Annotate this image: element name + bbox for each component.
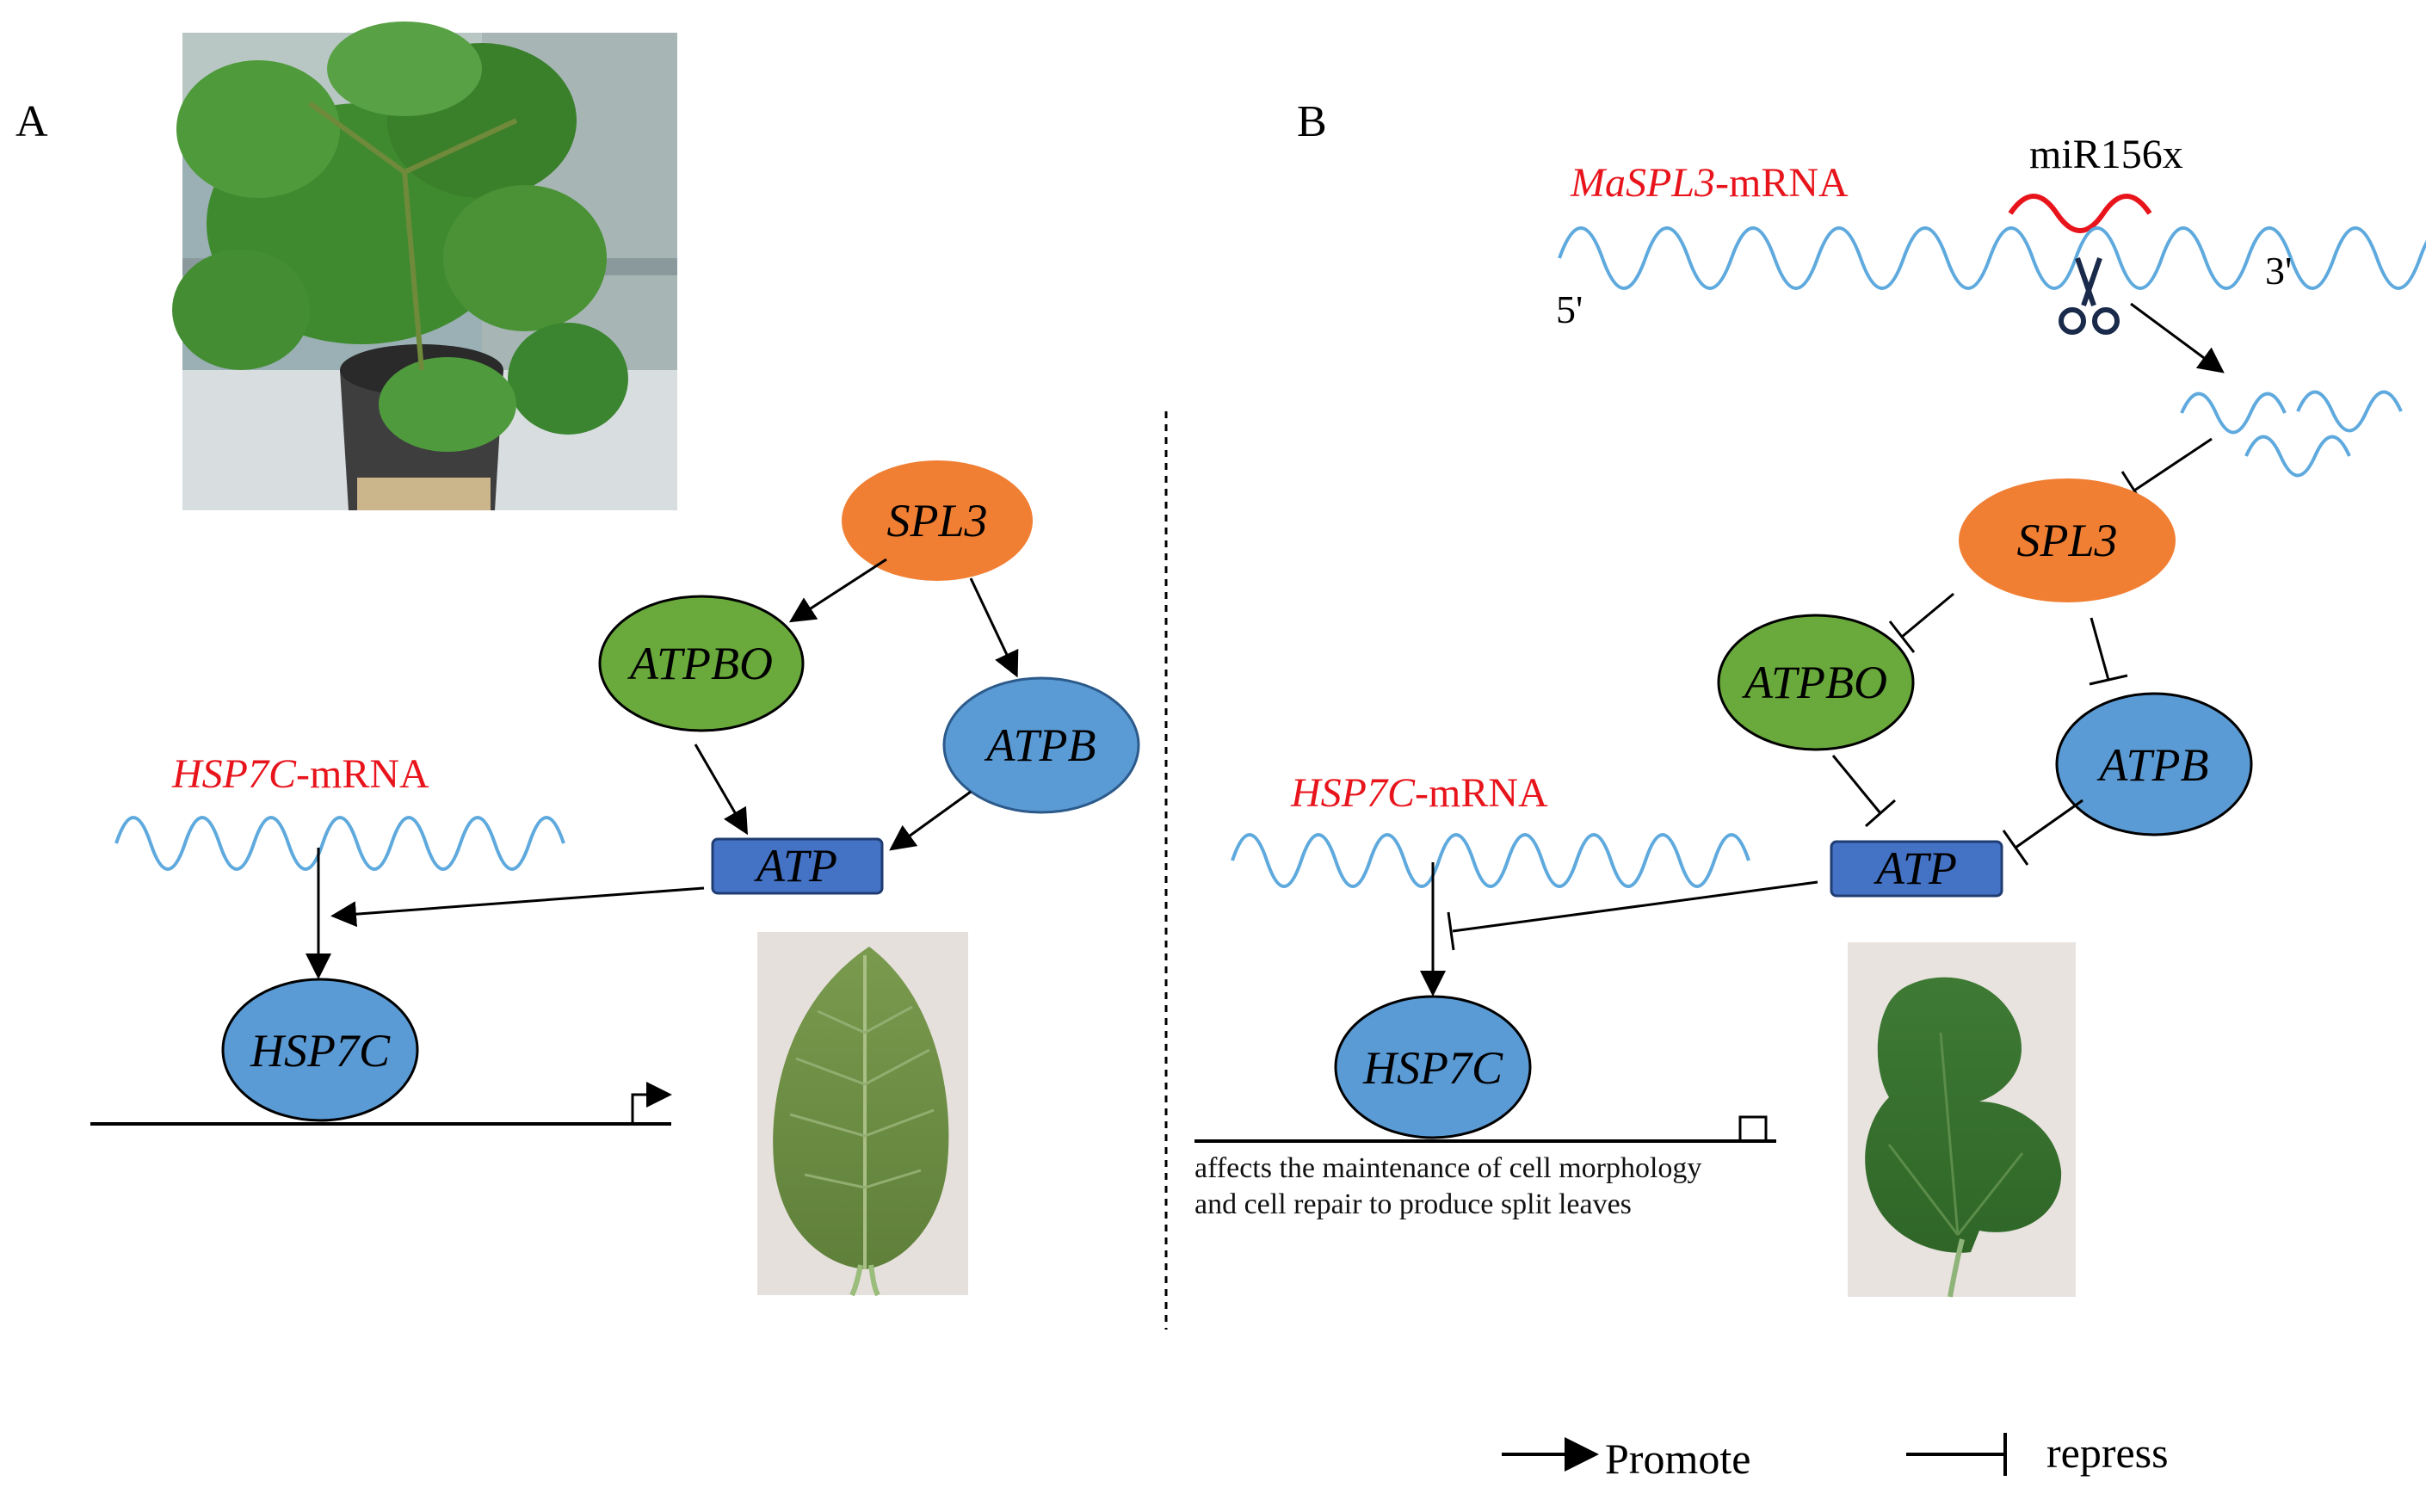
repress-spl3-to-atpbo	[1888, 592, 1954, 653]
five-prime-label: 5'	[1556, 287, 1583, 331]
hsp7c-node-b	[1334, 995, 1532, 1139]
atpbo-label-b: ATPBO	[1742, 657, 1887, 708]
caption-line-1: affects the maintenance of cell morpholo…	[1194, 1152, 1701, 1184]
spl3-node-a	[842, 460, 1033, 581]
three-prime-label: 3'	[2265, 249, 2292, 293]
maspl3-mrna-label: MaSPL3-mRNA	[1570, 160, 1849, 206]
atpb-label-a: ATPB	[985, 719, 1096, 771]
repress-atp-to-hsp7c	[1447, 880, 1818, 951]
mulberry-plant-photo	[172, 22, 677, 510]
arrow-spl3-to-atpbo-a	[788, 558, 887, 623]
legend-promote-label: Promote	[1605, 1435, 1750, 1483]
scissors-icon	[2059, 257, 2120, 335]
arrow-cleavage	[2130, 302, 2225, 373]
caption-line-2: and cell repair to produce split leaves	[1194, 1188, 1632, 1220]
hsp7c-label-a: HSP7C	[250, 1025, 391, 1077]
atpb-node-a	[942, 676, 1140, 814]
atpbo-label-a: ATPBO	[627, 638, 773, 689]
legend: Promote repress	[1502, 1429, 2169, 1483]
mirna-wave	[2008, 194, 2152, 233]
atp-label-a: ATP	[754, 840, 837, 892]
split-leaf-photo	[1848, 942, 2076, 1298]
arrow-atp-to-hsp7c-a	[330, 886, 705, 928]
hsp7c-label-b: HSP7C	[1362, 1042, 1503, 1094]
mrna-fragment-3	[2244, 435, 2351, 478]
promoter-arrow-icon-a	[631, 1082, 672, 1124]
mrna-fragment-2	[2296, 390, 2403, 433]
panel-letter-a: A	[15, 97, 48, 146]
atpb-node-b	[2055, 692, 2253, 836]
repress-atpb-to-atp	[2002, 799, 2083, 866]
maspl3-mrna-wave	[1558, 226, 2426, 290]
repress-spl3-to-atpb	[2089, 617, 2128, 686]
legend-repress-label: repress	[2046, 1429, 2169, 1477]
hsp7c-mrna-label-a: HSP7C-mRNA	[171, 751, 429, 797]
atpb-label-b: ATPB	[2097, 739, 2209, 791]
hsp7c-mrna-label-b: HSP7C-mRNA	[1290, 770, 1548, 816]
arrow-spl3-to-atpb-a	[969, 577, 1019, 678]
spl3-node-b	[1959, 478, 2176, 602]
spl3-label-b: SPL3	[2016, 515, 2117, 566]
hsp7c-mrna-wave-b	[1231, 833, 1750, 888]
whole-leaf-photo	[757, 932, 968, 1297]
hsp7c-node-a	[221, 978, 419, 1122]
atp-box-a	[711, 837, 884, 895]
mirna-label: miR156x	[2029, 132, 2183, 177]
hsp7c-mrna-wave-a	[114, 816, 565, 871]
blocked-promoter-icon-b	[1738, 1115, 1768, 1141]
panel-letter-b: B	[1297, 97, 1327, 146]
repress-atpbo-to-atp	[1831, 755, 1896, 828]
arrow-atpbo-to-atp-a	[694, 744, 749, 836]
atpbo-node-a	[598, 595, 805, 732]
atp-box-b	[1830, 840, 2003, 898]
arrow-atpb-to-atp-a	[889, 790, 972, 851]
atpbo-node-b	[1717, 614, 1915, 751]
mrna-fragment-1	[2180, 392, 2287, 435]
atp-label-b: ATP	[1874, 842, 1957, 894]
spl3-label-a: SPL3	[886, 495, 987, 546]
